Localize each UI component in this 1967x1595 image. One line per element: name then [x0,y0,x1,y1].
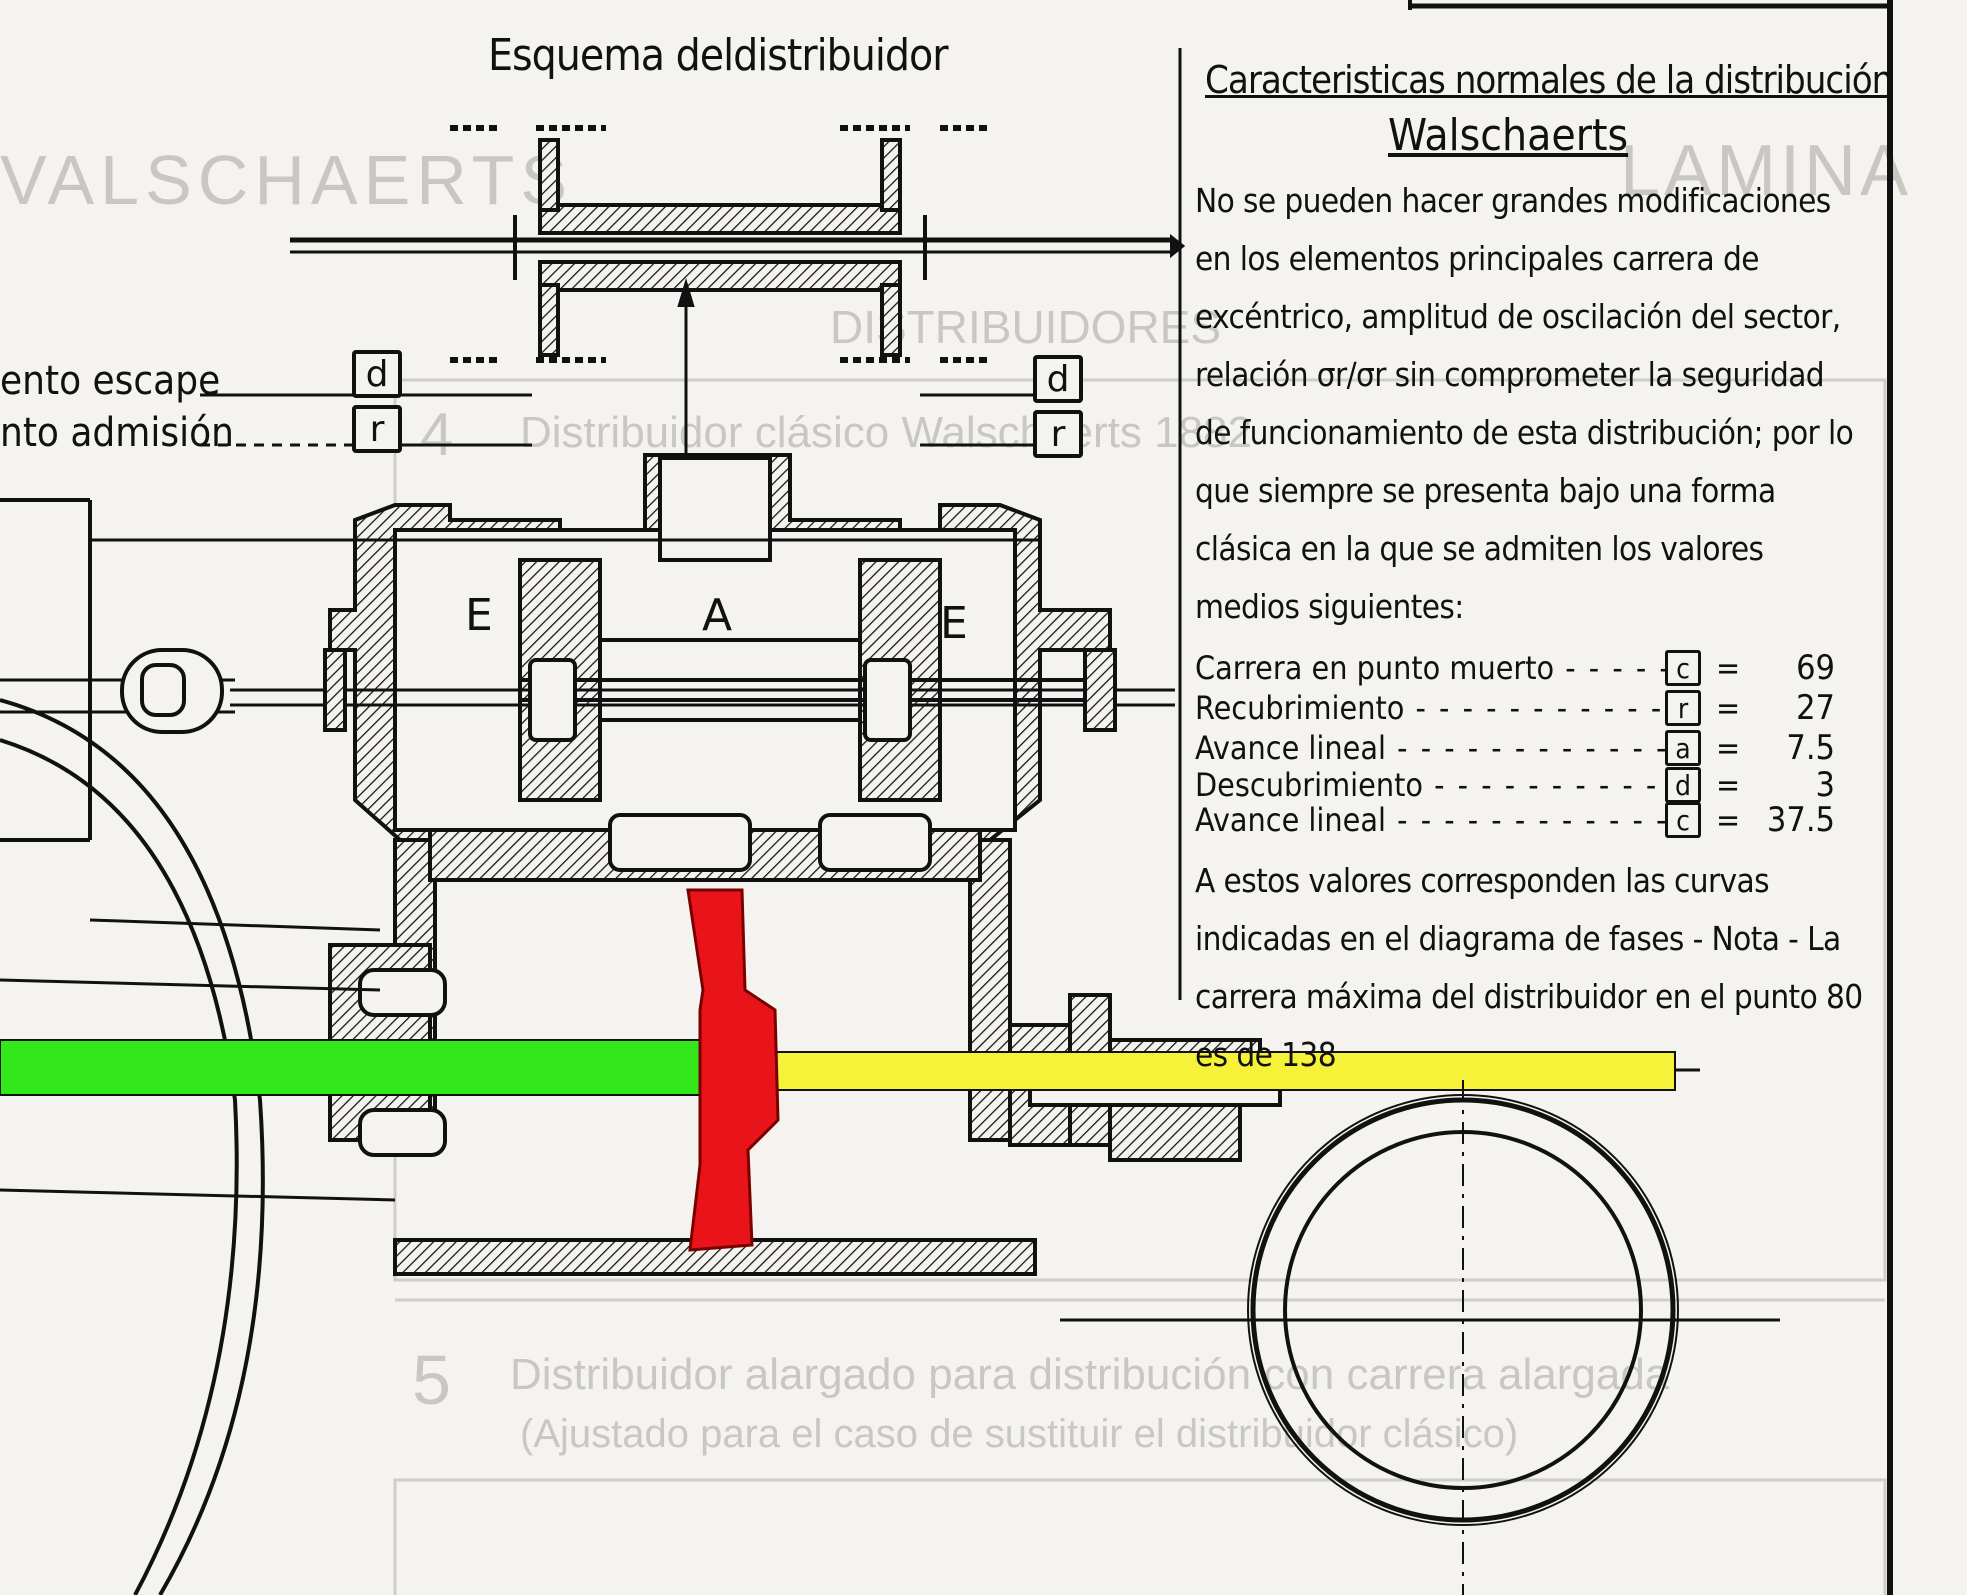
value-row-symbol: a [1665,730,1701,766]
value-row-symbol: r [1665,690,1701,726]
value-row-value: 37.5 [1766,800,1835,840]
chamber-label-exhaust-left: E [465,590,493,641]
ghost-item5-number: 5 [412,1341,451,1419]
page-border [1408,0,1893,1595]
ghost-title-left: VALSCHAERTS [0,141,574,219]
value-row-value: 27 [1796,688,1835,728]
side-label-escape: ento escape [0,358,221,404]
value-row-name: Carrera en punto muerto [1195,649,1665,687]
chamber-label-exhaust-right: E [940,598,968,649]
value-row-value: 69 [1796,648,1835,688]
ghost-item4: Distribuidor clásico Walschaerts 1882 [520,408,1252,457]
chamber-label-admission: A [702,590,733,641]
panel-subheading: Walschaerts [1388,110,1629,161]
value-row: Avance lineala = 7.5 [1195,728,1835,768]
panel-note-text: A estos valores corresponden las curvas … [1195,861,1863,1074]
value-row: Descubrimientod = 3 [1195,765,1835,805]
panel-intro-text: No se pueden hacer grandes modificacione… [1195,181,1854,626]
ghost-title-right: LAMINA [1620,131,1913,211]
value-row-symbol: c [1665,650,1701,686]
box-label-r-left: r [352,405,402,453]
box-label-d-left: d [352,350,402,398]
ghost-item4-number: 4 [420,401,454,468]
ghost-item5: Distribuidor alargado para distribución … [510,1350,1670,1399]
box-label-d-right: d [1033,355,1083,403]
driving-wheel-arc [0,698,265,1595]
eccentric-circle [1060,1080,1780,1595]
value-row-equals: = [1715,729,1741,767]
value-row-equals: = [1715,689,1741,727]
value-row-value: 3 [1815,765,1835,805]
panel-heading: Caracteristicas normales de la distribuc… [1205,58,1893,102]
valve-crosshead [0,498,1040,1202]
value-row: Avance linealc = 37.5 [1195,800,1835,840]
steam-chest [230,453,1282,1276]
value-row-name: Avance lineal [1195,801,1665,839]
value-row-equals: = [1715,801,1741,839]
value-row-symbol: c [1665,802,1701,838]
piston-head [686,888,780,1252]
value-row-equals: = [1715,766,1741,804]
side-label-admision: nto admisión [0,410,234,456]
box-label-r-right: r [1033,410,1083,458]
value-row: Carrera en punto muertoc = 69 [1195,648,1835,688]
value-row-equals: = [1715,649,1741,687]
piston-rod-left [0,1039,701,1096]
value-row-value: 7.5 [1786,728,1835,768]
value-row-name: Descubrimiento [1195,766,1665,804]
diagram-title: Esquema deldistribuidor [488,30,948,81]
value-row-name: Recubrimiento [1195,689,1665,727]
value-row: Recubrimientor = 27 [1195,688,1835,728]
value-row-name: Avance lineal [1195,729,1665,767]
distributor-sketch [200,125,1186,665]
value-row-symbol: d [1665,767,1701,803]
